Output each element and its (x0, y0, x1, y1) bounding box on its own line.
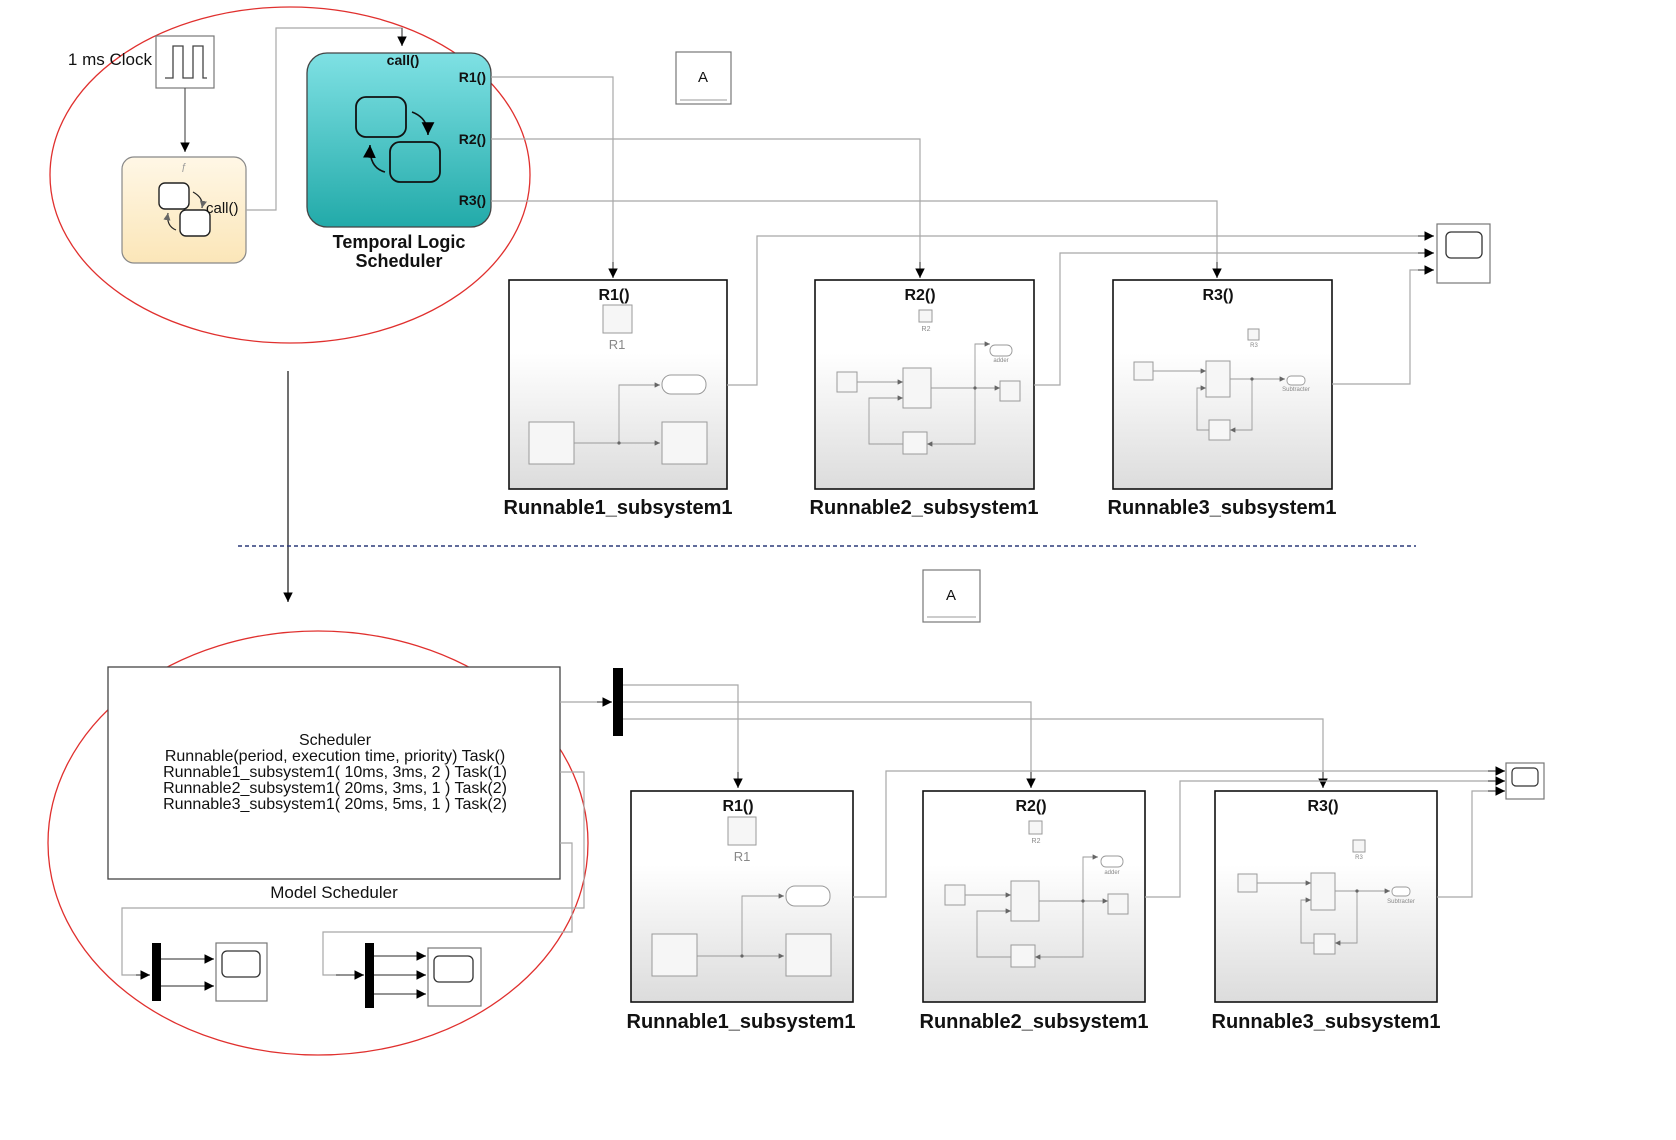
pulse-generator-icon[interactable] (155, 35, 215, 89)
scheduler-output-r3: R3() (459, 192, 486, 208)
mux-icon[interactable] (613, 668, 623, 736)
top-sub3-inner-label: R3 (1250, 343, 1258, 349)
top-sub3-terminator: Subtracter (1282, 387, 1310, 393)
bottom-sub1-title: Runnable1_subsystem1 (627, 1011, 856, 1033)
top-subsystem-3[interactable] (1112, 279, 1333, 490)
scope-icon[interactable] (215, 942, 268, 1002)
clock-label: 1 ms Clock (68, 50, 153, 69)
bottom-sub3-inner-label: R3 (1355, 855, 1363, 861)
model-scheduler-line-1: Scheduler (299, 732, 372, 749)
scope-icon[interactable] (427, 947, 482, 1007)
top-sub1-title: Runnable1_subsystem1 (504, 497, 733, 519)
mux-icon[interactable] (152, 943, 161, 1001)
goto-icon[interactable] (675, 51, 732, 105)
from-tag-label: A (946, 587, 956, 604)
top-sub2-inner-label: R2 (922, 326, 931, 333)
scheduler-title-2: Scheduler (355, 251, 442, 271)
top-subsystem-2[interactable] (814, 279, 1035, 490)
scheduler-output-r2: R2() (459, 131, 486, 147)
svg-text:ƒ: ƒ (181, 162, 187, 173)
chart-port-label: call() (206, 200, 239, 217)
top-sub1-inner-label: R1 (609, 337, 626, 352)
top-sub3-title: Runnable3_subsystem1 (1108, 497, 1337, 519)
scheduler-title-1: Temporal Logic (333, 232, 466, 252)
top-sub2-title: Runnable2_subsystem1 (810, 497, 1039, 519)
scheduler-output-r1: R1() (459, 69, 486, 85)
top-sub3-port: R3() (1202, 287, 1233, 304)
bottom-sub1-inner-label: R1 (734, 849, 751, 864)
bottom-highlight-ellipse (47, 630, 589, 1056)
top-sub2-port: R2() (904, 287, 935, 304)
stateflow-chart-icon[interactable]: ƒ (121, 156, 247, 264)
goto-tag-label: A (698, 69, 708, 86)
top-highlight-ellipse (49, 6, 531, 344)
bottom-sub2-inner-label: R2 (1032, 838, 1041, 845)
model-scheduler-line-4: Runnable2_subsystem1( 20ms, 3ms, 1 ) Tas… (163, 780, 507, 797)
model-scheduler-block[interactable] (107, 666, 561, 880)
bottom-subsystem-1[interactable] (630, 790, 854, 1003)
model-scheduler-caption: Model Scheduler (270, 883, 398, 902)
top-sub1-port: R1() (598, 287, 629, 304)
temporal-logic-scheduler-block[interactable] (306, 52, 492, 228)
scheduler-input-label: call() (387, 52, 420, 68)
mux-icon[interactable] (365, 943, 374, 1008)
bottom-sub3-port: R3() (1307, 798, 1338, 815)
bottom-sub3-terminator: Subtracter (1387, 899, 1415, 905)
scope-icon[interactable] (1436, 223, 1491, 284)
scope-icon[interactable] (1505, 762, 1545, 800)
bottom-sub2-terminator: adder (1104, 870, 1119, 876)
bottom-sub3-title: Runnable3_subsystem1 (1212, 1011, 1441, 1033)
model-scheduler-line-3: Runnable1_subsystem1( 10ms, 3ms, 2 ) Tas… (163, 764, 507, 781)
from-icon[interactable] (922, 569, 981, 623)
model-scheduler-line-2: Runnable(period, execution time, priorit… (165, 748, 505, 765)
bottom-subsystem-2[interactable] (922, 790, 1146, 1003)
bottom-sub1-port: R1() (722, 798, 753, 815)
bottom-subsystem-3[interactable] (1214, 790, 1438, 1003)
bottom-sub2-port: R2() (1015, 798, 1046, 815)
bottom-sub2-title: Runnable2_subsystem1 (920, 1011, 1149, 1033)
top-sub2-terminator: adder (993, 358, 1008, 364)
top-subsystem-1[interactable] (508, 279, 728, 490)
model-scheduler-line-5: Runnable3_subsystem1( 20ms, 5ms, 1 ) Tas… (163, 796, 507, 813)
